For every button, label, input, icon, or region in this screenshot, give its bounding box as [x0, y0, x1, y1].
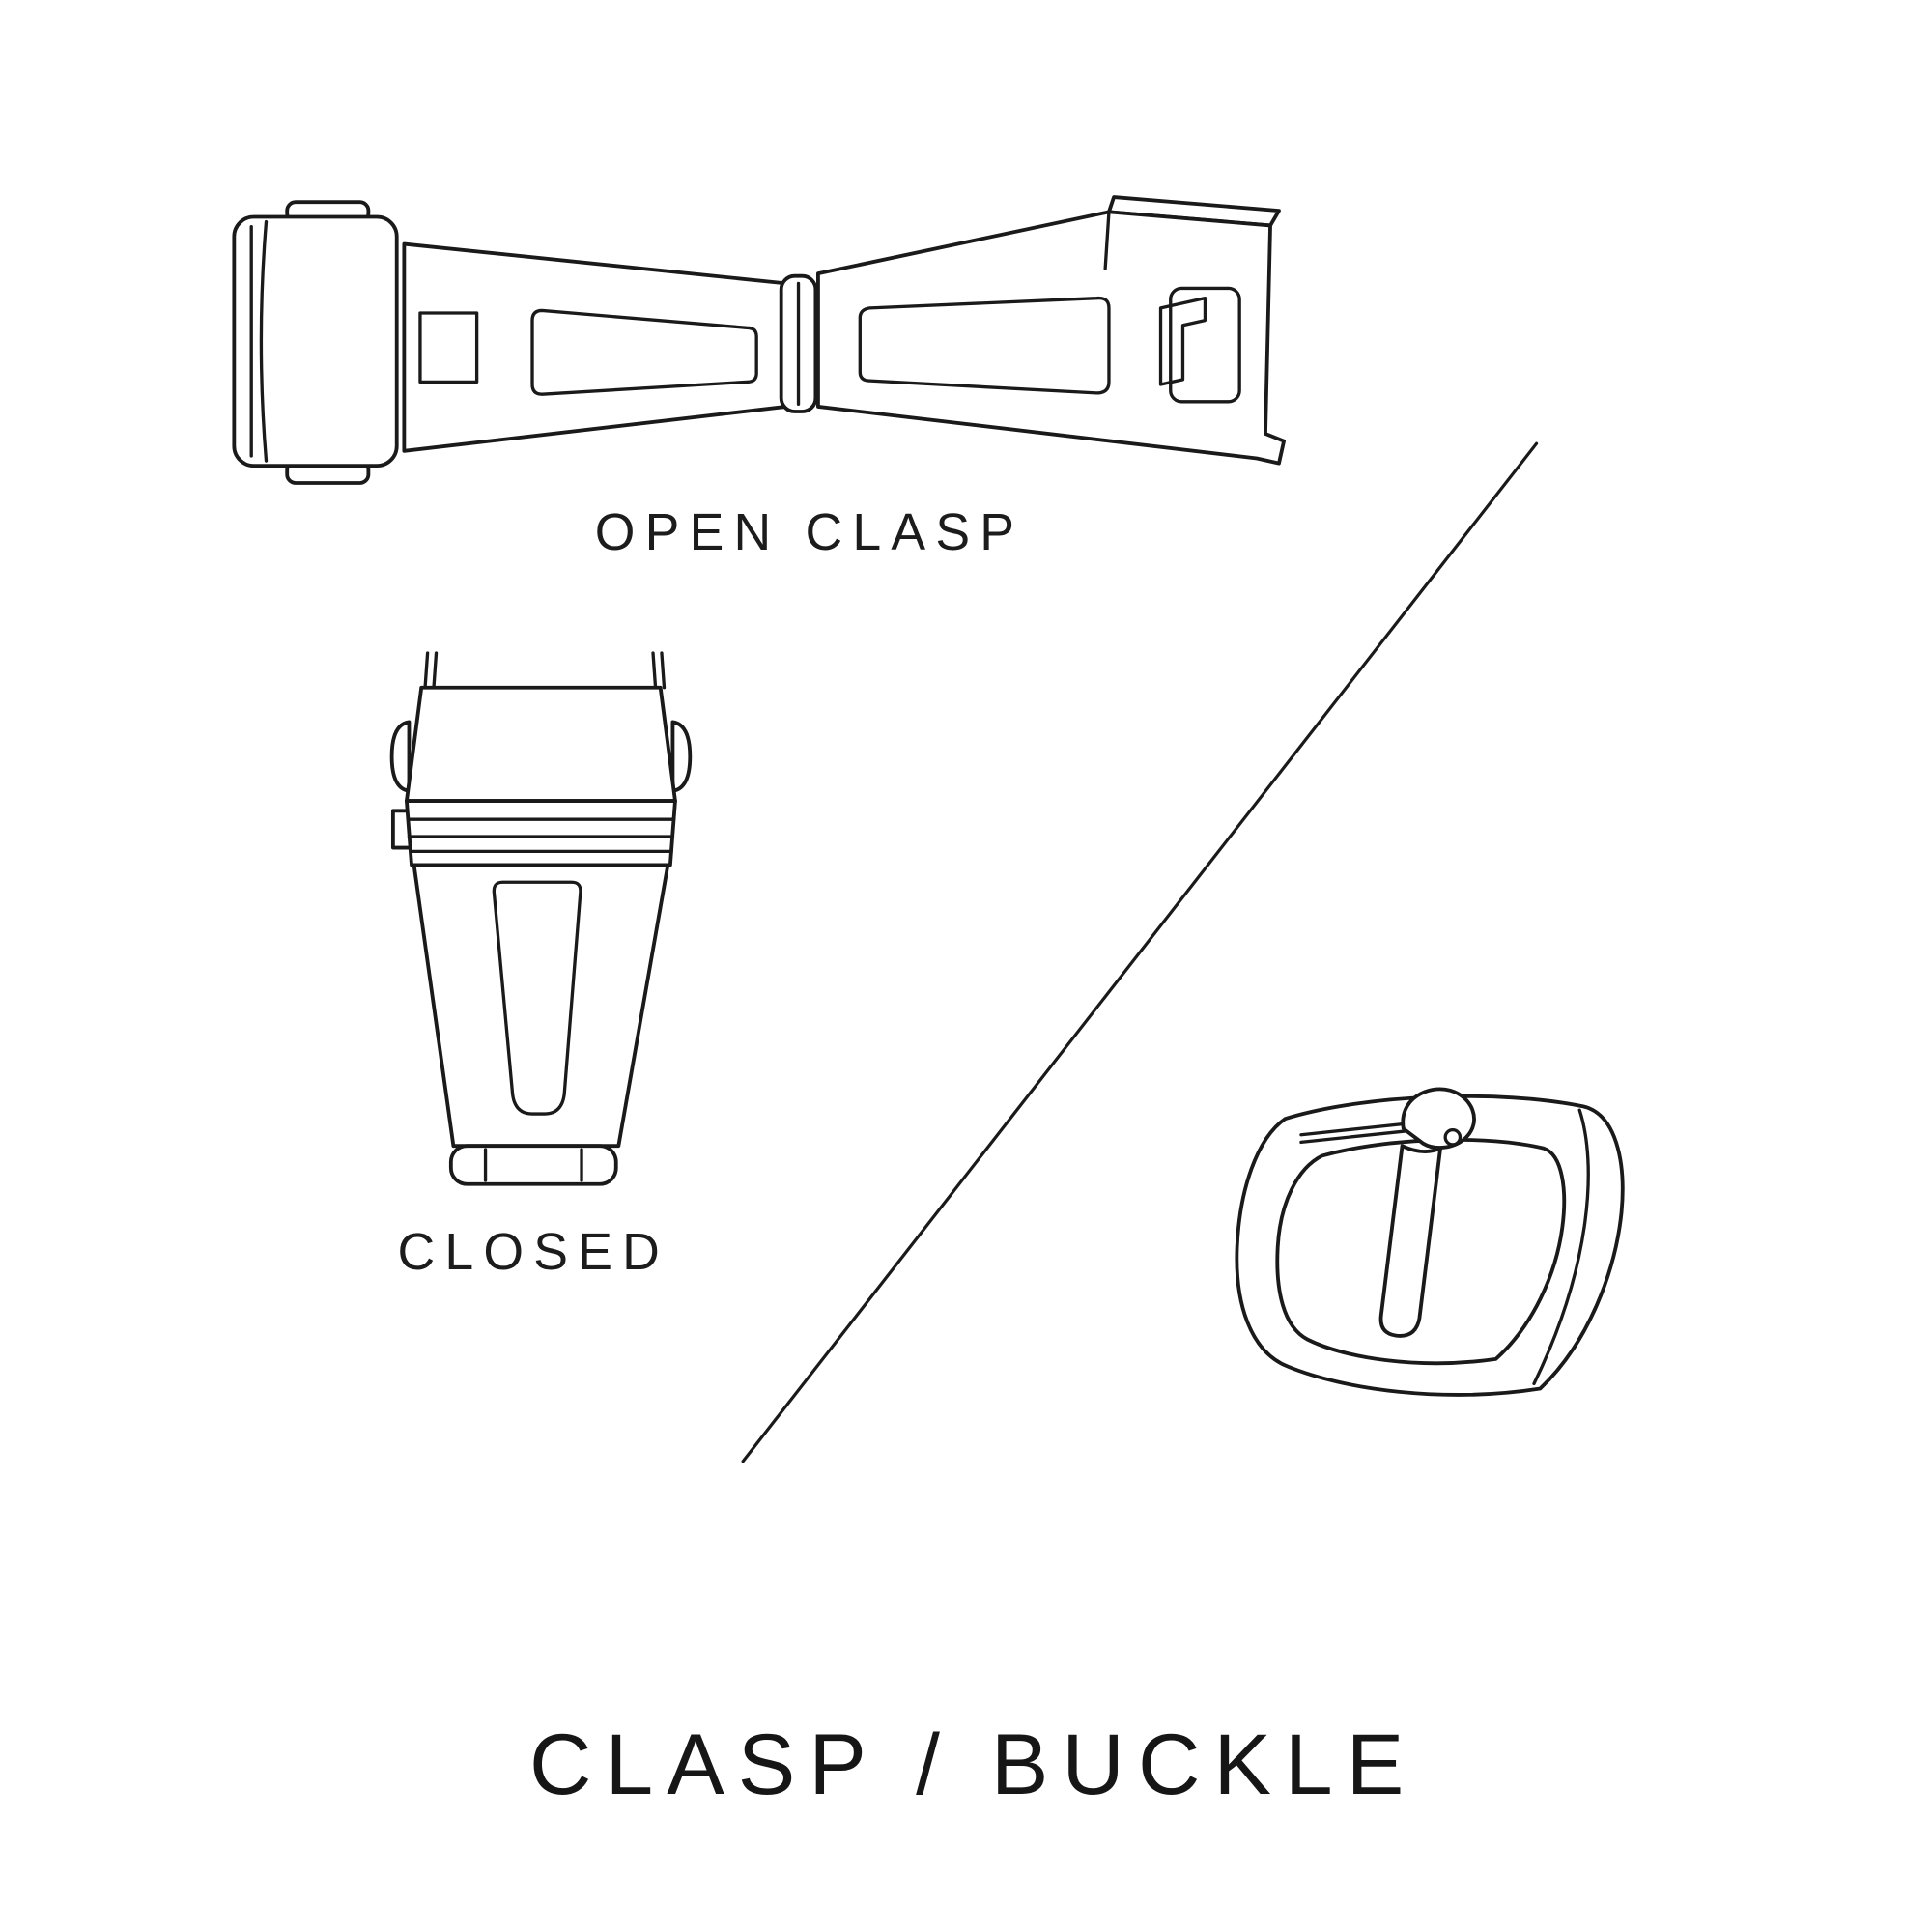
- diagonal-divider: [733, 434, 1547, 1471]
- clasp-end-link: [232, 200, 399, 485]
- page-title: CLASP / BUCKLE: [529, 1716, 1418, 1813]
- clasp-fold-band: [390, 799, 677, 867]
- tang-buckle-line-drawing: [1235, 1087, 1625, 1397]
- tang-buckle-illustration: [1224, 1079, 1649, 1418]
- closed-clasp-line-drawing: [389, 651, 693, 1186]
- clasp-center-hinge: [779, 273, 818, 413]
- open-clasp-label: OPEN CLASP: [594, 502, 1025, 561]
- clasp-prongs: [423, 651, 667, 690]
- closed-clasp-label: CLOSED: [397, 1222, 670, 1281]
- clasp-body: [412, 863, 670, 1149]
- open-clasp-line-drawing: [232, 195, 1286, 485]
- clasp-top-block: [389, 685, 693, 803]
- clasp-bottom-bar: [448, 1144, 618, 1186]
- buckle-crossbar: [1299, 1122, 1408, 1145]
- clasp-left-arm: [402, 242, 788, 453]
- clasp-right-arm: [816, 195, 1286, 466]
- buckle-tang: [1378, 1087, 1476, 1338]
- open-clasp-illustration: [219, 180, 1303, 506]
- closed-clasp-illustration: [377, 639, 702, 1196]
- diagonal-divider-line: [741, 441, 1539, 1463]
